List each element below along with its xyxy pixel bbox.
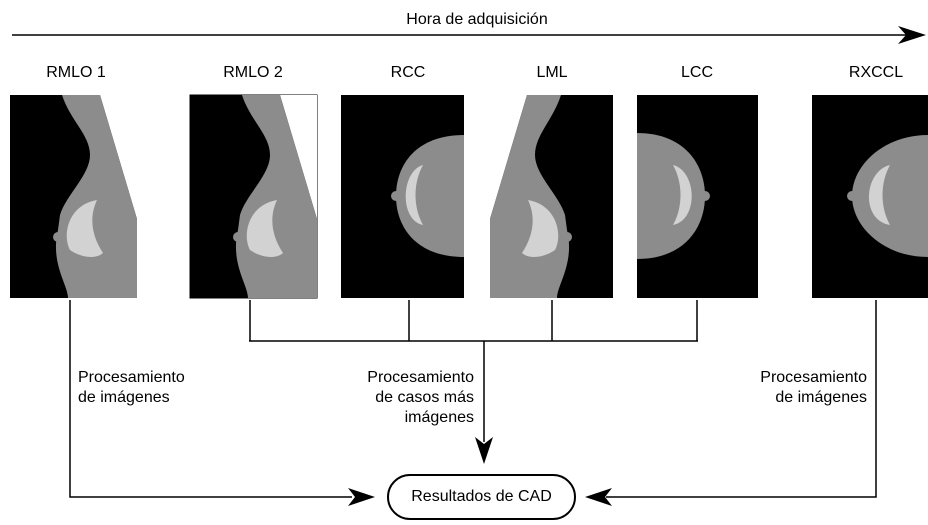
- view-label-rxccl: RXCCL: [848, 64, 904, 81]
- process-label-right: Procesamiento de imágenes: [760, 369, 867, 406]
- view-label-rcc: RCC: [390, 64, 426, 81]
- mammogram-rmlo2: [189, 94, 318, 299]
- acquisition-time-label: Hora de adquisición: [406, 11, 548, 28]
- mammogram-rmlo1: [10, 95, 138, 298]
- mammogram-lml: [490, 95, 613, 298]
- mammogram-rcc: [341, 95, 464, 298]
- view-label-lml: LML: [536, 64, 568, 81]
- view-label-lcc: LCC: [680, 64, 714, 81]
- cad-results-label: Resultados de CAD: [411, 488, 552, 505]
- view-label-rmlo1: RMLO 1: [46, 64, 106, 81]
- mammogram-lcc: [637, 95, 758, 298]
- mammogram-rxccl: [812, 95, 928, 298]
- view-label-rmlo2: RMLO 2: [223, 64, 283, 81]
- process-label-left: Procesamiento de imágenes: [78, 369, 185, 406]
- cad-results-node: Resultados de CAD: [387, 474, 576, 520]
- mammogram-images: [10, 94, 928, 299]
- process-label-center: Procesamiento de casos más imágenes: [367, 369, 474, 426]
- acquisition-time-arrow: [12, 26, 926, 44]
